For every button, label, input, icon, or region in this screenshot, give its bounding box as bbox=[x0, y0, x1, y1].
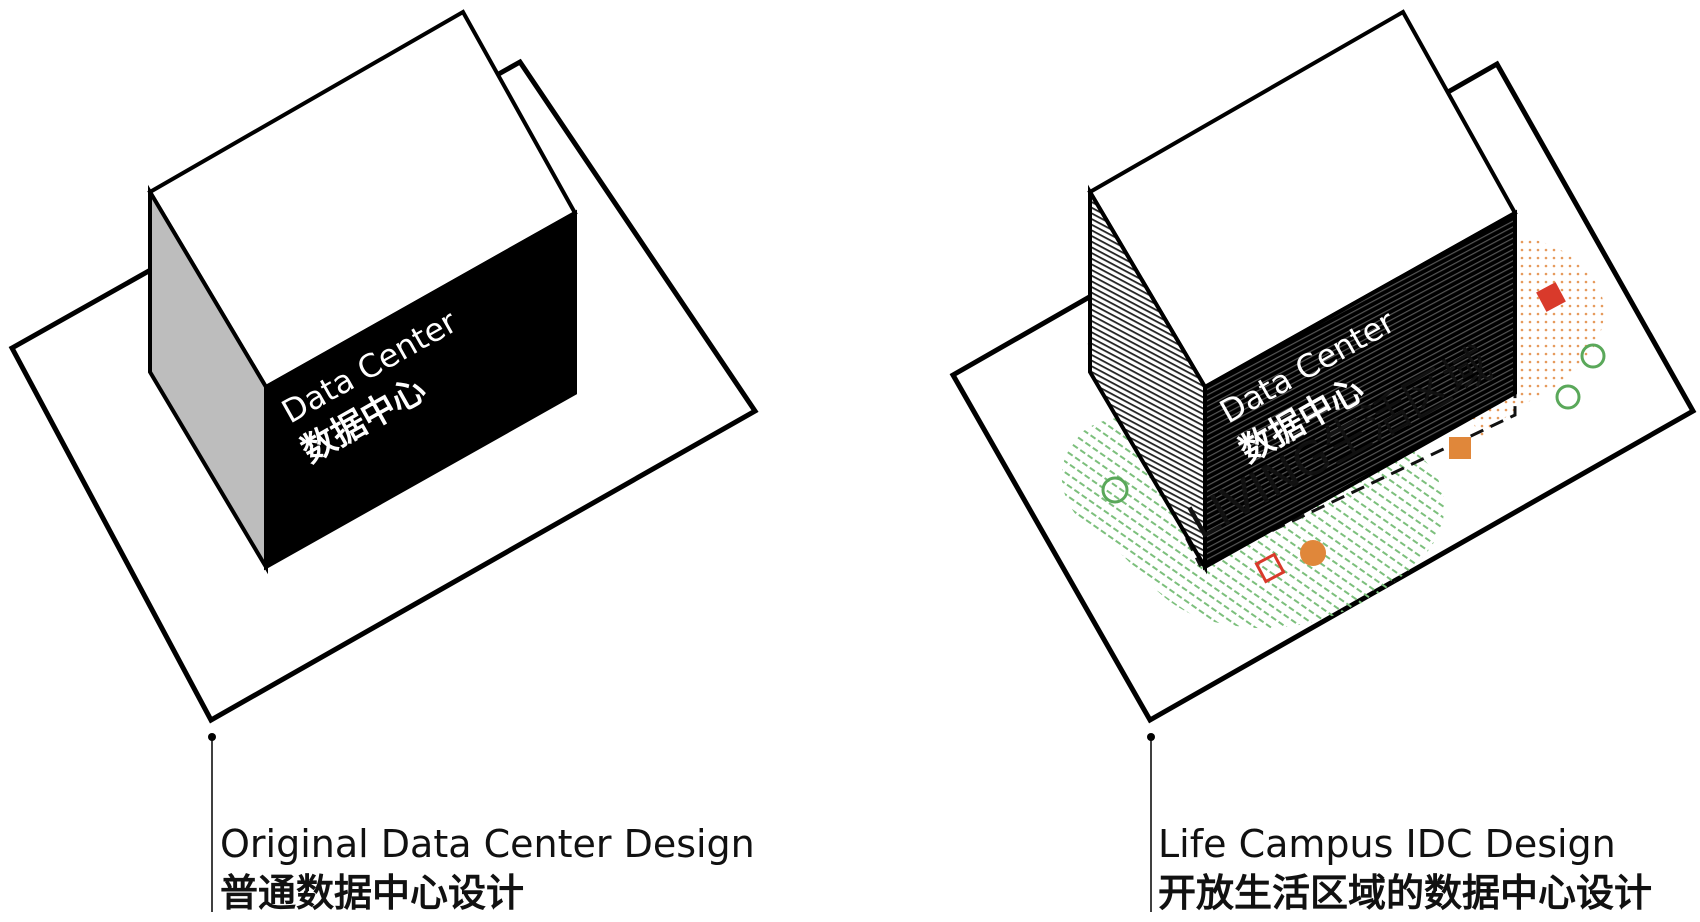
left-caption-en: Original Data Center Design bbox=[220, 822, 755, 866]
green-circle-marker-1 bbox=[1580, 343, 1606, 369]
green-circle-marker-3 bbox=[1101, 476, 1129, 504]
orange-square-marker bbox=[1449, 437, 1471, 459]
right-box-front-face bbox=[1203, 209, 1517, 571]
right-caption-cn: 开放生活区域的数据中心设计 bbox=[1158, 871, 1652, 915]
right-caption-en: Life Campus IDC Design bbox=[1158, 822, 1616, 866]
red-outline-square-marker bbox=[1254, 552, 1286, 584]
left-building-box: Data Center 数据中心 bbox=[147, 9, 578, 575]
living-zone-outline bbox=[1087, 303, 1517, 567]
orange-dot-marker bbox=[1300, 540, 1326, 566]
right-leader-line bbox=[1147, 733, 1155, 912]
left-diagram: Data Center 数据中心 Original Data Center De… bbox=[8, 9, 759, 915]
left-leader-line bbox=[208, 733, 216, 912]
right-diagram: Data Center 数据中心 LIVING生活区域 Life Campus … bbox=[949, 9, 1697, 915]
left-caption-cn: 普通数据中心设计 bbox=[220, 871, 524, 915]
left-box-front-face bbox=[264, 209, 577, 571]
right-building-box: Data Center 数据中心 bbox=[1087, 9, 1518, 575]
red-square-marker bbox=[1536, 282, 1566, 312]
green-circle-marker-2 bbox=[1555, 384, 1581, 410]
